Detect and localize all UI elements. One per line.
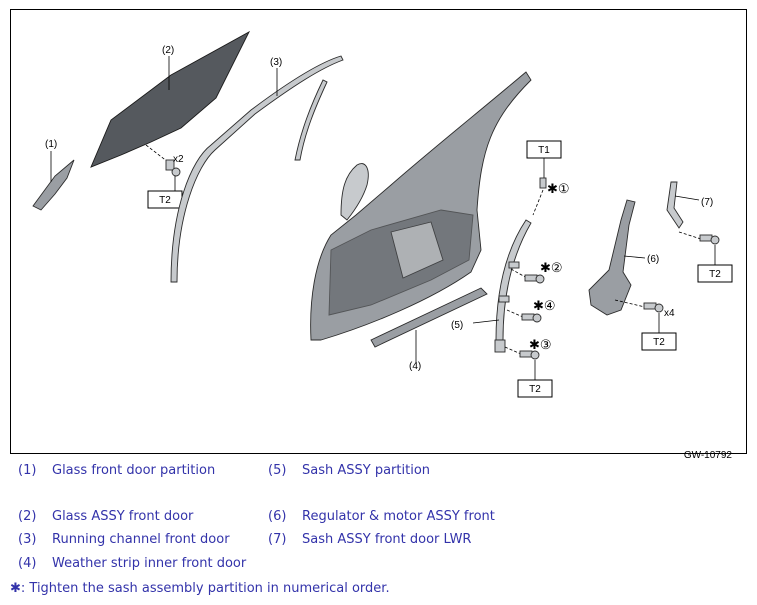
legend-number: (6) [268,509,287,524]
screw-1 [539,177,547,189]
callout-2: (2) [162,45,174,56]
qty-x4: x4 [664,308,675,319]
legend-text: Weather strip inner front door [52,556,247,571]
callout-3: (3) [270,57,282,68]
legend-item-7: (7) Sash ASSY front door LWR [268,532,471,547]
bolt-2 [524,274,538,282]
exploded-diagram: (1) (2) x2 T2 (3) (4) (5) T1 ✱① ✱② ✱④ [10,9,747,461]
legend-item-5: (5) Sash ASSY partition [268,463,430,478]
legend-text: Running channel front door [52,532,230,547]
legend-item-1: (1) Glass front door partition [18,463,215,478]
qty-x2: x2 [173,154,184,165]
svg-text:T1: T1 [538,145,550,156]
torque-label-t2-glass: T2 [147,190,183,209]
legend-number: (7) [268,532,287,547]
bolt-glass [165,159,175,171]
callout-7: (7) [701,197,713,208]
seq-mark-2: ✱② [540,260,563,275]
legend-text: Sash ASSY partition [302,463,431,478]
bolt-4 [521,313,535,321]
legend-number: (3) [18,532,37,547]
legend-number: (4) [18,556,37,571]
callout-4: (4) [409,361,421,372]
torque-label-t1: T1 [526,140,562,159]
legend-text: Regulator & motor ASSY front [302,509,495,524]
callout-6: (6) [647,254,659,265]
sash-partition-shape [495,219,532,341]
legend-item-4: (4) Weather strip inner front door [18,556,246,571]
seq-mark-1: ✱① [547,181,570,196]
svg-text:T2: T2 [653,337,665,348]
weather-strip-shape [370,287,488,348]
callout-5: (5) [451,320,463,331]
figure-code: GW-10792 [683,450,732,461]
seq-mark-3: ✱③ [529,337,552,352]
diagram-drawing: (1) (2) x2 T2 (3) (4) (5) T1 ✱① ✱② ✱④ [32,30,733,398]
glass-front-door-shape [90,30,251,168]
leader-6 [623,255,646,259]
legend-item-6: (6) Regulator & motor ASSY front [268,509,495,524]
legend-item-2: (2) Glass ASSY front door [18,509,193,524]
glass-partition-shape [32,159,75,211]
footnote: ✱: Tighten the sash assembly partition i… [10,581,390,596]
legend-number: (1) [18,463,37,478]
sash-lower-shape [666,181,684,229]
legend-text: Glass front door partition [52,463,216,478]
bolt-sash-lower [699,234,713,242]
svg-text:T2: T2 [159,195,171,206]
torque-label-t2-regulator: T2 [641,332,677,351]
callout-1: (1) [45,139,57,150]
regulator-shape [588,199,636,316]
legend-number: (2) [18,509,37,524]
legend-text: Sash ASSY front door LWR [302,532,472,547]
legend-text: Glass ASSY front door [52,509,194,524]
bolt-regulator [643,302,657,310]
torque-label-t2-lower: T2 [697,264,733,283]
running-channel-shape [170,55,344,283]
svg-text:T2: T2 [709,269,721,280]
seq-mark-4: ✱④ [533,298,556,313]
legend-number: (5) [268,463,287,478]
legend-item-3: (3) Running channel front door [18,532,230,547]
leader-7 [674,195,700,201]
leader-5 [472,319,500,324]
svg-text:T2: T2 [529,384,541,395]
torque-label-t2-sash: T2 [517,379,553,398]
